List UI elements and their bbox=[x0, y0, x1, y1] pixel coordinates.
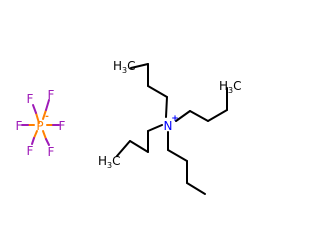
svg-text:H3C: H3C bbox=[113, 59, 136, 75]
fluorine-atom-left: F bbox=[16, 119, 23, 133]
methyl-label-right: H3C bbox=[219, 79, 242, 95]
fluorine-atom-bottom-right: F bbox=[48, 145, 55, 159]
phosphorus-atom: P bbox=[36, 119, 43, 133]
pf-bond-bottom-right bbox=[42, 130, 50, 146]
bond-upper-1 bbox=[165, 96, 168, 118]
hexafluorophosphate-anion: P - F F F F F F bbox=[16, 88, 66, 159]
pf-bond-top-left bbox=[32, 104, 40, 124]
phosphorus-charge: - bbox=[45, 112, 49, 122]
bond-left-3 bbox=[129, 140, 149, 153]
fluorine-atom-top-left: F bbox=[27, 92, 34, 106]
nitrogen-charge: + bbox=[171, 114, 179, 124]
fluorine-atom-right: F bbox=[59, 119, 66, 133]
fluorine-atom-top-right: F bbox=[48, 88, 55, 102]
nitrogen-atom: N bbox=[164, 119, 173, 133]
pf-bond-bottom-left bbox=[31, 130, 38, 145]
methyl-label-upper: H3C bbox=[113, 59, 136, 75]
bond-right-3 bbox=[207, 109, 228, 122]
bond-lower-4 bbox=[186, 182, 206, 195]
bond-right-1 bbox=[175, 110, 191, 122]
pf-bond-top-right bbox=[42, 99, 50, 120]
bond-right-2 bbox=[189, 110, 209, 122]
bond-upper-2 bbox=[147, 85, 168, 98]
bond-upper-4 bbox=[130, 63, 149, 69]
bond-left-1 bbox=[147, 124, 163, 132]
bond-left-4 bbox=[116, 140, 131, 157]
fluorine-atom-bottom-left: F bbox=[27, 144, 34, 158]
methyl-label-left: H3C bbox=[98, 154, 121, 170]
svg-text:H3C: H3C bbox=[98, 154, 121, 170]
structure-diagram: N + H3C H3C H3C bbox=[16, 59, 242, 195]
bond-lower-2 bbox=[167, 149, 188, 162]
svg-text:H3C: H3C bbox=[219, 79, 242, 95]
tetrabutylammonium-cation: N + H3C H3C H3C bbox=[98, 59, 242, 195]
